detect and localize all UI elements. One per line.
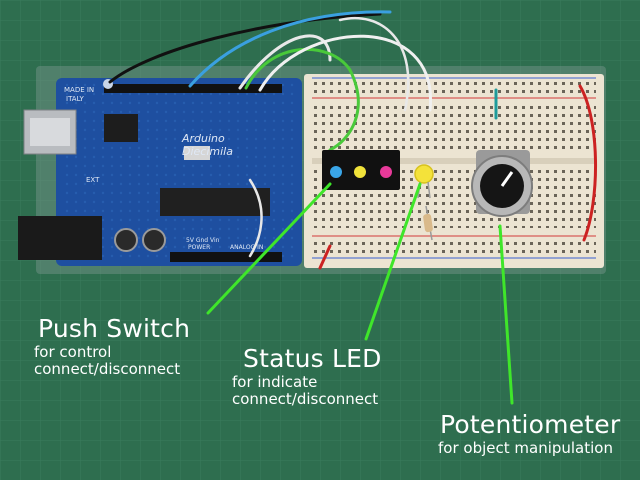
board-ext-label: EXT [86, 176, 100, 184]
annotation-pointers [206, 182, 514, 405]
microcontroller-chip [160, 188, 270, 216]
arduino-board: MADE IN ITALY Arduino Diecimila EXT POWE… [18, 78, 302, 266]
push-switch-module [322, 150, 400, 190]
push-switch-blue [330, 166, 342, 178]
board-pins-label: 5V Gnd Vin [186, 237, 220, 244]
board-power-label: POWER [188, 244, 210, 251]
digital-header [104, 84, 282, 93]
potentiometer-label: Potentiometer for object manipulation [438, 410, 621, 457]
board-analog-label: ANALOG IN [230, 244, 263, 251]
push-switch-title: Push Switch [38, 314, 191, 343]
push-switch-label: Push Switch for control connect/disconne… [34, 314, 191, 378]
push-switch-pink [380, 166, 392, 178]
potentiometer-pointer [498, 224, 514, 405]
push-switch-desc-line2: connect/disconnect [34, 360, 181, 378]
push-switch-pointer [206, 182, 332, 315]
capacitor [142, 228, 166, 252]
jumper-wires [108, 10, 598, 270]
board-model: Diecimila [182, 145, 233, 158]
status-led-desc-line1: for indicate [232, 372, 318, 391]
push-switch-yellow [354, 166, 366, 178]
potentiometer-title: Potentiometer [440, 410, 621, 439]
potentiometer-desc-line1: for object manipulation [438, 438, 613, 457]
board-origin-line2: ITALY [66, 95, 85, 103]
board-origin-line1: MADE IN [64, 86, 94, 94]
power-jack [18, 216, 102, 260]
push-switch-desc-line1: for control [34, 342, 112, 361]
status-led-label: Status LED for indicate connect/disconne… [232, 344, 382, 408]
board-brand: Arduino [181, 132, 225, 145]
status-led-pointer [364, 182, 422, 341]
capacitor [114, 228, 138, 252]
status-led-component [414, 164, 434, 199]
usb-chip [104, 114, 138, 142]
resistor [423, 205, 433, 241]
status-led-desc-line2: connect/disconnect [232, 390, 379, 408]
analog-power-header [170, 252, 282, 262]
potentiometer-component [471, 150, 533, 217]
status-led-title: Status LED [243, 344, 382, 373]
